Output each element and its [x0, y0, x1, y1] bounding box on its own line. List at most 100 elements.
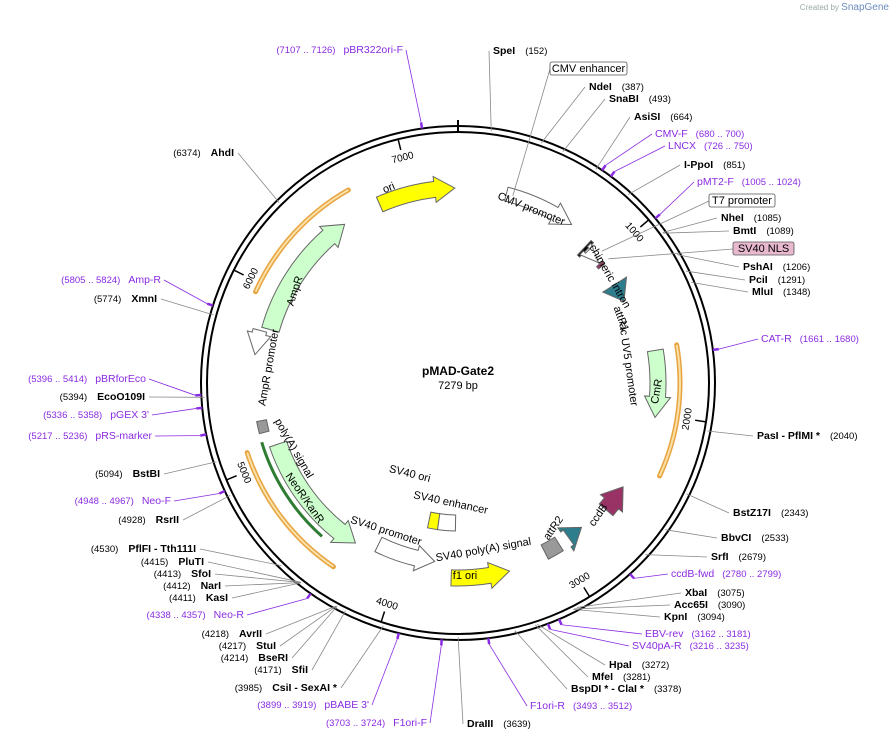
site-leader — [663, 230, 730, 234]
site-leader — [488, 50, 492, 132]
site-label-bmti[interactable]: BmtI(1089) — [733, 225, 794, 237]
primer-leader — [718, 338, 759, 350]
boxed-label-cmv-enhancer[interactable]: CMV enhancer — [552, 63, 626, 75]
site-label-stui[interactable]: (4217)StuI — [219, 640, 276, 652]
site-label-ndei[interactable]: NdeI(387) — [589, 81, 644, 93]
primer-label-pgex-3[interactable]: (5336 .. 5358)pGEX 3' — [43, 409, 149, 421]
primer-label-ebv-rev[interactable]: EBV-rev(3162 .. 3181) — [645, 628, 751, 640]
feature-label-ori: ori — [381, 180, 397, 196]
site-leader — [645, 554, 708, 558]
primer-label-ccdb-fwd[interactable]: ccdB-fwd(2780 .. 2799) — [671, 568, 781, 580]
feature-poly-a-signal[interactable] — [256, 419, 270, 435]
primer-label-sv40pa-r[interactable]: SV40pA-R(3216 .. 3235) — [632, 640, 749, 652]
site-label-mfei[interactable]: MfeI(3281) — [592, 671, 650, 683]
site-label-pcii[interactable]: PciI(1291) — [749, 274, 805, 286]
site-label-pshai[interactable]: PshAI(1206) — [743, 261, 810, 273]
primer-label-prs-marker[interactable]: (5217 .. 5236)pRS-marker — [28, 430, 152, 442]
site-label-bbvci[interactable]: BbvCI(2533) — [721, 532, 789, 544]
feature-label-sv40-enhancer: SV40 enhancer — [412, 489, 489, 517]
site-label-xmni[interactable]: (5774)XmnI — [94, 293, 157, 305]
site-label-avrii[interactable]: (4218)AvrII — [202, 628, 263, 640]
site-label-nari[interactable]: (4412)NarI — [163, 580, 221, 592]
primer-label-pbr322ori-f[interactable]: (7107 .. 7126)pBR322ori-F — [276, 44, 403, 56]
site-label-i-ppoi[interactable]: I-PpoI(851) — [684, 159, 745, 171]
boxed-label-frame — [732, 241, 795, 256]
feature-chimeric-intron[interactable] — [579, 242, 600, 264]
site-label-snabi[interactable]: SnaBI(493) — [609, 93, 671, 105]
primer-label-f1ori-r[interactable]: F1ori-R(3493 .. 3512) — [530, 700, 632, 712]
primers-layer: CMV-F(680 .. 700)LNCX(726 .. 750) pMT2-F(… — [28, 44, 859, 729]
site-label-sfoi[interactable]: (4413)SfoI — [154, 568, 211, 580]
boxed-label-frame — [549, 61, 628, 76]
site-label-csii-sexai[interactable]: (3985)CsiI - SexAI * — [235, 682, 338, 694]
site-label-kpni[interactable]: KpnI(3094) — [664, 611, 725, 623]
tick-label-4000: 4000 — [375, 596, 400, 613]
site-label-kasi[interactable]: (4411)KasI — [169, 592, 228, 604]
feature-sv40-nls-mark[interactable] — [595, 260, 606, 270]
site-label-mlui[interactable]: MluI(1348) — [752, 286, 810, 298]
site-label-acc65i[interactable]: Acc65I(3090) — [674, 599, 745, 611]
site-label-bseri[interactable]: (4214)BseRI — [221, 652, 288, 664]
boxed-label-t7-promoter[interactable]: T7 promoter — [712, 195, 772, 207]
primer-mark-cmv-f — [601, 164, 607, 171]
primer-label-neo-r[interactable]: (4338 .. 4357)Neo-R — [147, 609, 245, 621]
site-label-bstbi[interactable]: (5094)BstBI — [95, 468, 160, 480]
site-leader — [265, 605, 337, 635]
primer-leader — [561, 624, 643, 635]
site-label-hpai[interactable]: HpaI(3272) — [609, 659, 669, 671]
primer-mark-prs-marker — [200, 433, 207, 437]
site-leader — [237, 152, 280, 203]
site-label-pasi-pflmi[interactable]: PasI - PflMI *(2040) — [757, 430, 857, 442]
feature-ampr-promoter[interactable] — [246, 327, 272, 356]
tick-label-3000: 3000 — [568, 570, 593, 591]
primer-label-cat-r[interactable]: CAT-R(1661 .. 1680) — [761, 333, 859, 345]
site-label-ecoo109i[interactable]: (5394)EcoO109I — [60, 391, 145, 403]
site-leader — [665, 529, 718, 539]
primer-leader — [163, 279, 208, 305]
plasmid-name: pMAD-Gate2 — [422, 364, 494, 378]
primer-label-pbrforeco[interactable]: (5396 .. 5414)pBRforEco — [28, 373, 146, 385]
site-label-xbai[interactable]: XbaI(3075) — [685, 587, 745, 599]
primer-label-lncx[interactable]: LNCX(726 .. 750) — [668, 140, 753, 152]
site-label-draiii[interactable]: DraIII(3639) — [467, 718, 531, 730]
site-label-nhei[interactable]: NheI(1085) — [721, 212, 781, 224]
site-leader — [573, 604, 671, 610]
feature-sv40-promoter[interactable] — [374, 536, 436, 572]
tick-label-2000: 2000 — [680, 407, 694, 431]
feature-ampr[interactable] — [261, 223, 346, 333]
feature-attr1[interactable] — [601, 276, 628, 303]
site-label-bstz17i[interactable]: BstZ17I(2343) — [733, 507, 808, 519]
site-label-rsrii[interactable]: (4928)RsrII — [118, 514, 179, 526]
primer-label-f1ori-f[interactable]: (3703 .. 3724)F1ori-F — [326, 717, 427, 729]
primer-label-cmv-f[interactable]: CMV-F(680 .. 700) — [655, 128, 744, 140]
primer-mark-pbr322ori-f — [419, 122, 424, 129]
site-label-pluti[interactable]: (4415)PluTI — [141, 556, 204, 568]
primer-label-pbabe-3[interactable]: (3899 .. 3919)pBABE 3' — [257, 699, 369, 711]
feature-ori[interactable] — [375, 175, 456, 213]
feature-f1-ori[interactable] — [450, 561, 511, 590]
primer-label-amp-r[interactable]: (5805 .. 5824)Amp-R — [61, 274, 161, 286]
site-label-spei[interactable]: SpeI(152) — [493, 45, 547, 57]
feature-sv40-poly-a-signal[interactable] — [540, 536, 564, 560]
feature-ccdb[interactable] — [598, 486, 624, 517]
feature-cmv-promoter[interactable] — [503, 186, 573, 225]
feature-neor-kanr[interactable] — [268, 440, 357, 544]
feature-attr2[interactable] — [556, 526, 583, 553]
primer-label-neo-f[interactable]: (4948 .. 4967)Neo-F — [75, 495, 171, 507]
site-label-pflfi-tth111i[interactable]: (4530)PflFI - Tth111I — [91, 543, 196, 555]
site-label-bspdi-clai[interactable]: BspDI * - ClaI *(3378) — [571, 683, 681, 695]
feature-sv40-ori[interactable] — [426, 511, 441, 531]
primer-label-pmt2-f[interactable]: pMT2-F(1005 .. 1024) — [697, 176, 801, 188]
feature-label-sv40-poly-a-signal: SV40 poly(A) signal — [435, 536, 532, 565]
site-label-sfii[interactable]: (4171)SfiI — [254, 664, 308, 676]
feature-sv40-enhancer[interactable] — [436, 513, 457, 532]
site-leader — [576, 592, 682, 608]
boxed-label-sv40-nls[interactable]: SV40 NLS — [738, 243, 789, 255]
feature-cmr[interactable] — [643, 348, 672, 419]
boxed-label-leader — [601, 200, 710, 252]
site-leader — [537, 623, 606, 666]
site-label-asisi[interactable]: AsiSI(664) — [634, 111, 692, 123]
primer-mark-sv40pa-r — [546, 623, 552, 630]
site-label-srfi[interactable]: SrfI(2679) — [711, 551, 766, 563]
site-label-ahdi[interactable]: (6374)AhdI — [173, 147, 234, 159]
